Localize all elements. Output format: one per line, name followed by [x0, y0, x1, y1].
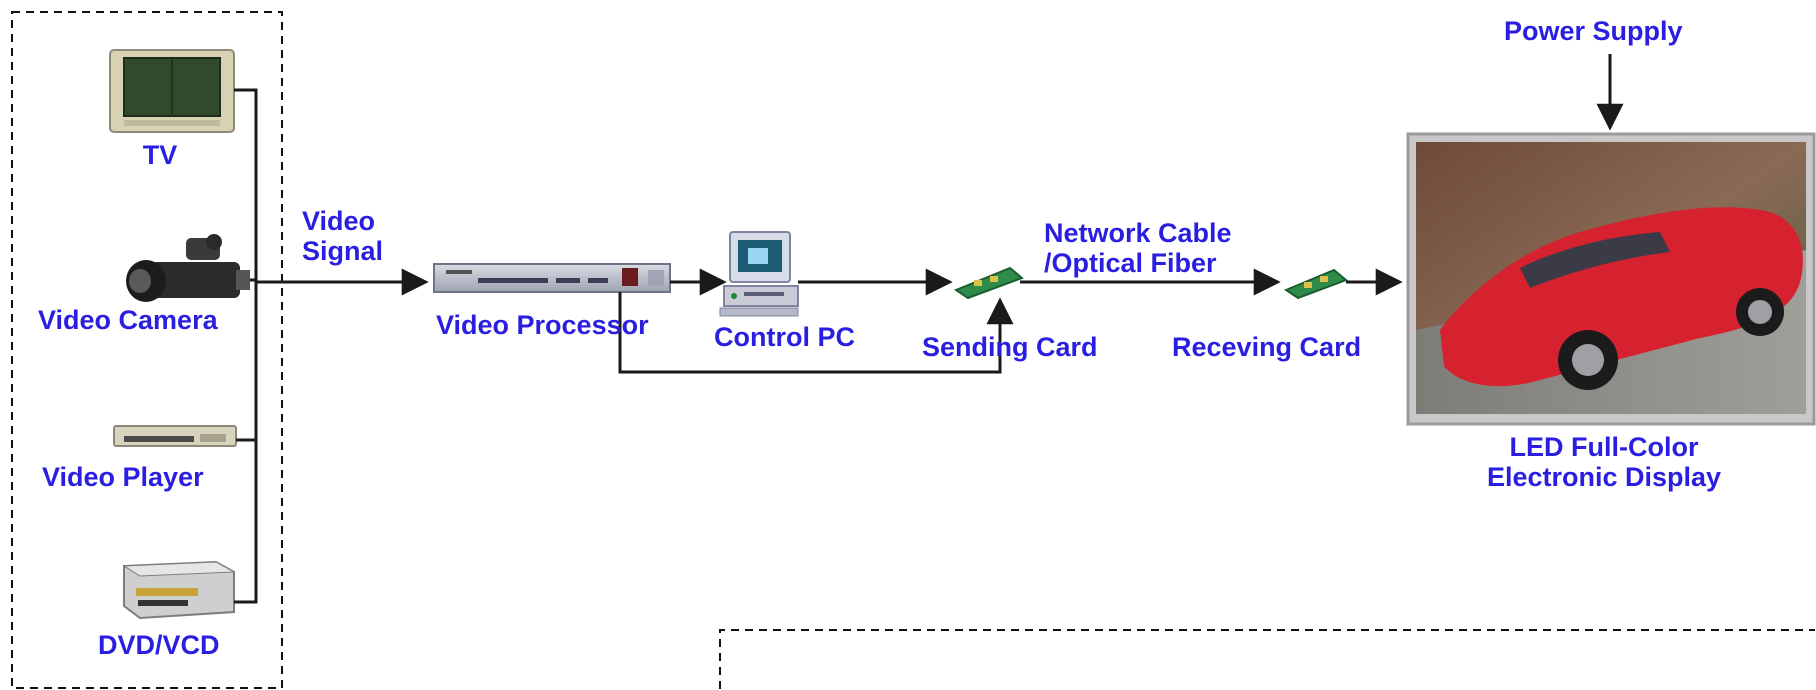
- lower-box-border: [719, 629, 1815, 689]
- processor-to-sending-line: [618, 292, 1014, 374]
- video-signal-label-line2: Signal: [302, 236, 384, 266]
- receiving-card-label: Receving Card: [1172, 332, 1362, 362]
- receiving-card-icon: [1283, 268, 1348, 300]
- power-supply-label: Power Supply: [1504, 16, 1683, 46]
- control-pc-label: Control PC: [714, 322, 855, 352]
- network-cable-label-line2: /Optical Fiber: [1044, 248, 1217, 278]
- dvd-vcd-label: DVD/VCD: [98, 630, 220, 660]
- network-cable-label-line1: Network Cable: [1044, 218, 1232, 248]
- video-camera-icon: [126, 234, 250, 302]
- video-player-label: Video Player: [42, 462, 204, 492]
- video-camera-label: Video Camera: [38, 305, 218, 335]
- video-processor-icon: [433, 263, 671, 293]
- tv-icon: [109, 49, 235, 133]
- tv-label: TV: [142, 140, 178, 170]
- control-pc-icon: [719, 231, 799, 317]
- source-bus-lines: [234, 88, 258, 604]
- led-display-icon: [1406, 132, 1816, 426]
- sending-card-label: Sending Card: [922, 332, 1098, 362]
- source-group-border: [11, 11, 283, 689]
- led-display-label-line1: LED Full-Color: [1509, 432, 1699, 462]
- sending-card-icon: [953, 266, 1024, 300]
- led-display-label-line2: Electronic Display: [1486, 462, 1722, 492]
- dvd-vcd-icon: [122, 560, 236, 620]
- video-processor-label: Video Processor: [436, 310, 649, 340]
- video-signal-label-line1: Video: [302, 206, 376, 236]
- video-player-icon: [113, 425, 237, 447]
